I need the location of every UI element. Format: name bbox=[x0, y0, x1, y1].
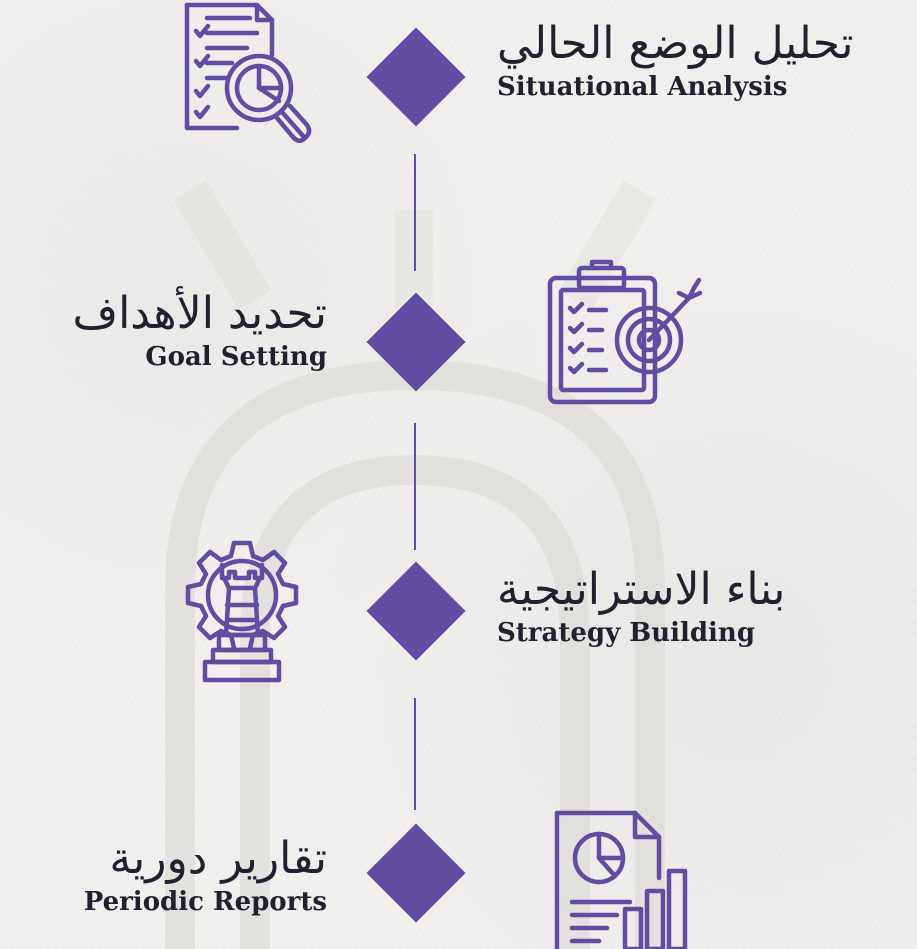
step-3-title-en: Strategy Building bbox=[497, 618, 755, 648]
timeline-diamond-4 bbox=[366, 823, 466, 923]
step-2-text: تحديد الأهداف Goal Setting bbox=[72, 288, 327, 372]
target-clipboard-icon bbox=[544, 259, 704, 410]
timeline-line-1 bbox=[414, 154, 416, 271]
step-3-title-ar: بناء الاستراتيجية bbox=[497, 564, 786, 615]
step-4-text: تقارير دورية Periodic Reports bbox=[83, 833, 327, 917]
timeline-diamond-1 bbox=[366, 27, 466, 127]
step-4-title-ar: تقارير دورية bbox=[109, 833, 327, 884]
step-1-title-en: Situational Analysis bbox=[497, 72, 788, 102]
step-3-text: بناء الاستراتيجية Strategy Building bbox=[497, 564, 786, 648]
step-1-title-ar: تحليل الوضع الحالي bbox=[497, 18, 854, 69]
step-2-title-en: Goal Setting bbox=[145, 342, 327, 372]
timeline-diamond-3 bbox=[366, 561, 466, 661]
strategy-gear-icon bbox=[177, 540, 307, 695]
step-4-title-en: Periodic Reports bbox=[83, 887, 327, 917]
timeline-line-2 bbox=[414, 423, 416, 550]
step-2-title-ar: تحديد الأهداف bbox=[72, 288, 327, 339]
timeline-line-3 bbox=[414, 698, 416, 810]
periodic-reports-icon bbox=[547, 808, 697, 949]
step-1-text: تحليل الوضع الحالي Situational Analysis bbox=[497, 18, 854, 102]
timeline-diamond-2 bbox=[366, 292, 466, 392]
analysis-report-icon bbox=[167, 0, 312, 155]
